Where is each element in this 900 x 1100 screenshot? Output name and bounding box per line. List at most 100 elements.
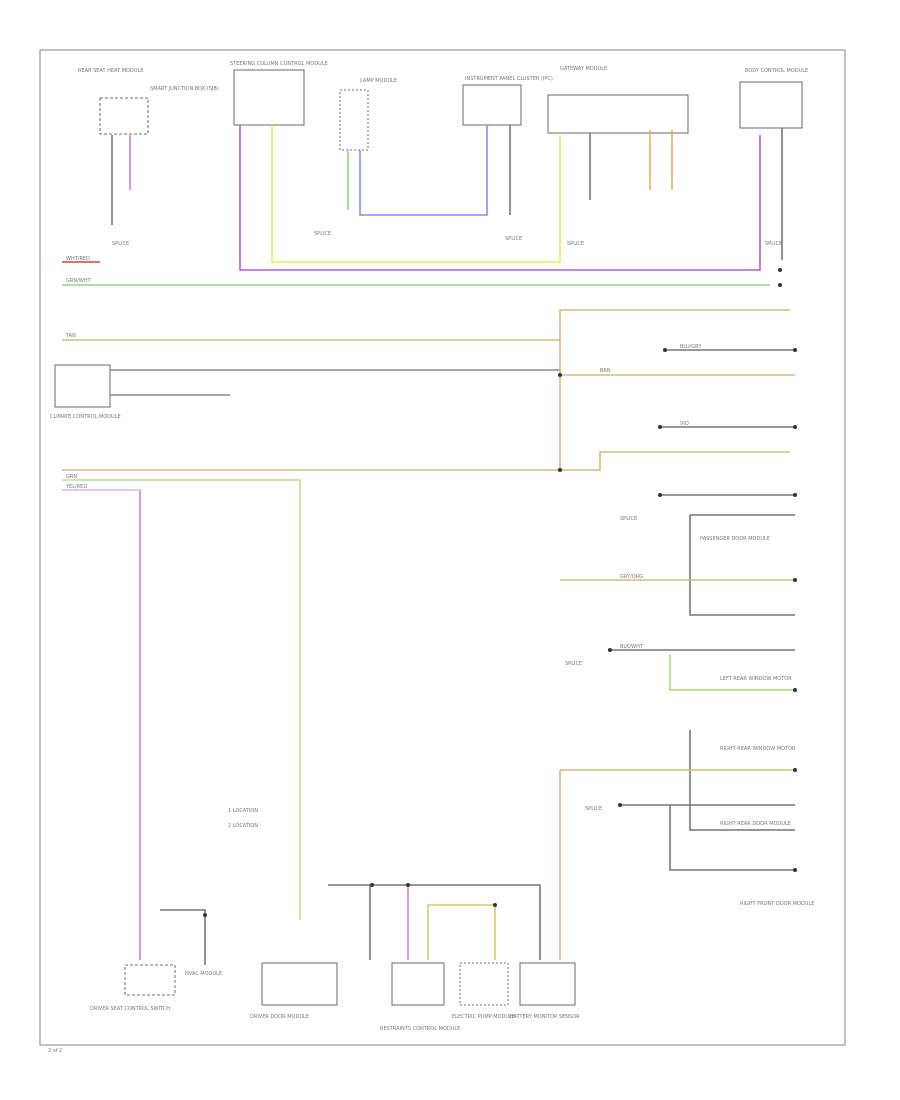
instrument-cluster-group: INSTRUMENT PANEL CLUSTER (IPC) [462, 76, 553, 126]
right-labels: PASSENGER DOOR MODULE LEFT REAR WINDOW M… [700, 536, 814, 907]
body-control-group: BODY CONTROL MODULE [739, 68, 808, 129]
driver-door-box [261, 962, 338, 1006]
connector-dot [658, 493, 662, 497]
wire-gray-bottom-1 [160, 909, 206, 965]
wire-label-w7: VIO [680, 421, 689, 427]
wire-label-w5: YEL/RED [65, 484, 87, 490]
hvac-label: HVAC MODULE [185, 971, 222, 977]
gateway-module-group: GATEWAY MODULE [547, 66, 689, 134]
connector-dot [406, 883, 410, 887]
driver-seat-box [124, 964, 176, 996]
connector-dot [793, 425, 797, 429]
steering-column-group: STEERING COLUMN CONTROL MODULE [230, 61, 328, 126]
battery-monitor-box [519, 962, 576, 1006]
connector-dot [608, 648, 612, 652]
restraints-box [391, 962, 445, 1006]
label-right-front-door: RIGHT FRONT DOOR MODULE [740, 901, 814, 907]
hvac-group: HVAC MODULE [185, 971, 222, 977]
climate-module-label: CLIMATE CONTROL MODULE [50, 414, 121, 420]
label-left-rear-window: LEFT REAR WINDOW MOTOR [720, 676, 792, 682]
connector-dot [778, 283, 782, 287]
gateway-module-box [547, 94, 689, 134]
connector-dot [793, 493, 797, 497]
connector-dot [203, 913, 207, 917]
diagram-frame [39, 49, 846, 1046]
electric-pump-box [459, 962, 509, 1006]
wire-blue-link [359, 125, 488, 216]
wire-label-w2: GRN/WHT [66, 278, 91, 284]
top-wires [62, 125, 783, 271]
wire-yellow-bottom [427, 904, 496, 960]
wire-yellow-bus [271, 125, 561, 263]
restraints-group: RESTRAINTS CONTROL MODULE [380, 962, 460, 1032]
wire-label-w1: WHT/RED [66, 256, 90, 262]
connector-dot [663, 348, 667, 352]
connector-dot [793, 688, 797, 692]
wire-r-row8 [669, 655, 795, 691]
connector-dot [558, 468, 562, 472]
connector-dot [558, 373, 562, 377]
instrument-cluster-label: INSTRUMENT PANEL CLUSTER (IPC) [465, 76, 553, 82]
wire-tan-row [62, 309, 790, 341]
climate-module-group: CLIMATE CONTROL MODULE [50, 364, 560, 420]
label-passenger-door: PASSENGER DOOR MODULE [700, 536, 770, 542]
wire-label-w3: BRN [600, 368, 611, 374]
rear-seat-module-label: REAR SEAT HEAT MODULE [78, 68, 143, 74]
gateway-module-label: GATEWAY MODULE [560, 66, 607, 72]
steering-column-box [233, 69, 305, 126]
splice-s2: SPLICE [314, 231, 331, 237]
driver-seat-group: DRIVER SEAT CONTROL SWITCH [90, 964, 176, 1012]
splice-s1: SPLICE [112, 241, 129, 247]
splice-s5: SPLICE [765, 241, 782, 247]
legend-line2: 2 LOCATION [228, 823, 258, 829]
body-control-box [739, 81, 803, 129]
wire-r-row5 [689, 515, 795, 616]
lamp-module-group: LAMP MODULE [339, 78, 397, 151]
wire-gray-bottom-2 [328, 884, 541, 960]
wire-tan-vertical [559, 340, 790, 471]
connector-dot [658, 425, 662, 429]
connector-dot [370, 883, 374, 887]
right-connectors [560, 349, 795, 871]
label-right-rear-door: RIGHT REAR DOOR MODULE [720, 821, 791, 827]
restraints-label: RESTRAINTS CONTROL MODULE [380, 1026, 460, 1032]
body-control-label: BODY CONTROL MODULE [745, 68, 808, 74]
connector-dot [793, 868, 797, 872]
fuse-box-label: SMART JUNCTION BOX (SJB) [150, 86, 219, 92]
connector-dot [793, 768, 797, 772]
connector-dot [778, 268, 782, 272]
label-right-rear-window: RIGHT REAR WINDOW MOTOR [720, 746, 796, 752]
fuse-box-group: SMART JUNCTION BOX (SJB) [150, 86, 219, 92]
driver-door-group: DRIVER DOOR MODULE [250, 962, 338, 1020]
wire-label-w8: GRY/ORG [620, 574, 643, 580]
wire-purple-bus [239, 125, 761, 271]
connector-dot [618, 803, 622, 807]
rear-seat-module-group: REAR SEAT HEAT MODULE [78, 68, 149, 135]
lamp-module-label: LAMP MODULE [360, 78, 397, 84]
legend-line1: 1 LOCATION [228, 808, 258, 814]
wire-label-w6: BLU/GRY [680, 344, 702, 350]
connector-dot [493, 903, 497, 907]
wire-label-w9: BLK/WHT [620, 644, 644, 650]
wire-label-w4: GRN [66, 474, 77, 480]
splice-s4: SPLICE [567, 241, 584, 247]
connector-dot [793, 348, 797, 352]
lamp-module-box [339, 89, 369, 151]
wire-r-row12 [669, 805, 795, 871]
splice-s3: SPLICE [505, 236, 522, 242]
steering-column-label: STEERING COLUMN CONTROL MODULE [230, 61, 328, 67]
wire-green-left [62, 479, 301, 920]
connector-dot [793, 578, 797, 582]
electric-pump-label: ELECTRIC PUMP MODULE [452, 1014, 515, 1020]
instrument-cluster-box [462, 84, 522, 126]
battery-monitor-label: BATTERY MONITOR SENSOR [510, 1014, 580, 1020]
climate-module-box [54, 364, 111, 408]
battery-monitor-group: BATTERY MONITOR SENSOR [510, 962, 580, 1020]
rear-seat-module-box [99, 97, 149, 135]
driver-door-label: DRIVER DOOR MODULE [250, 1014, 309, 1020]
electric-pump-group: ELECTRIC PUMP MODULE [452, 962, 515, 1020]
connector-dots [203, 268, 797, 917]
wire-label-w10: TAN [65, 333, 76, 339]
splice-s6: SPLICE [620, 516, 637, 522]
